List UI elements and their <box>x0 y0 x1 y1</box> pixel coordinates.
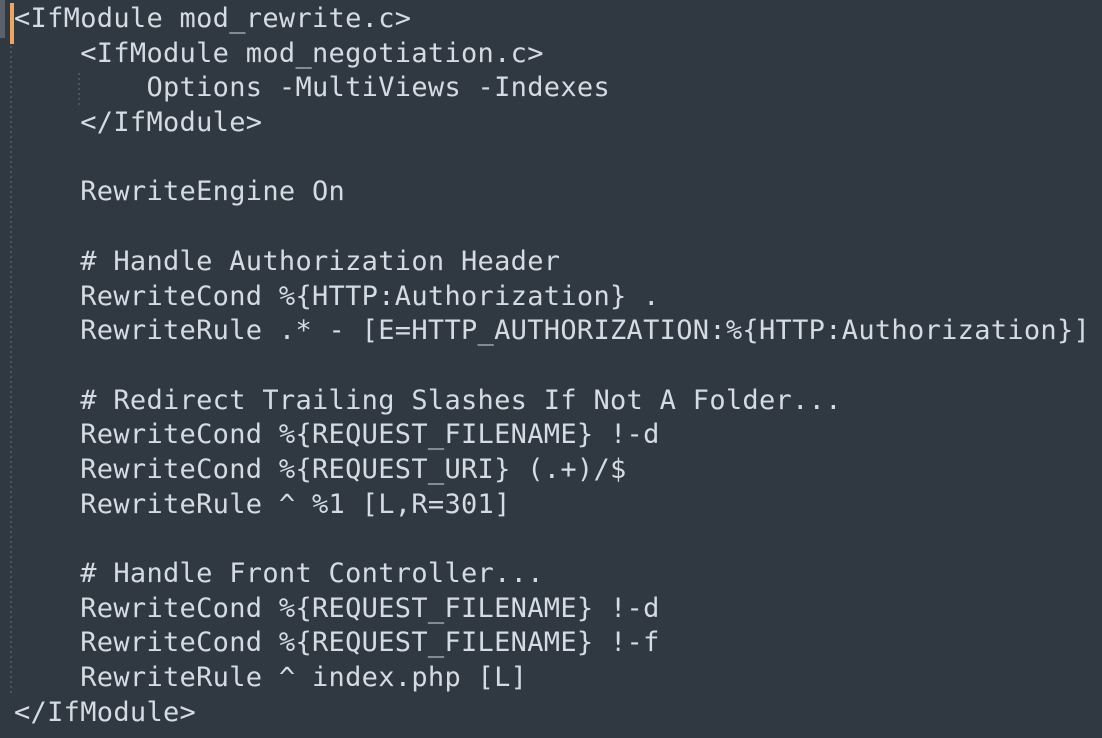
code-line[interactable]: RewriteEngine On <box>14 176 346 208</box>
code-line[interactable]: # Handle Authorization Header <box>14 245 561 277</box>
code-line[interactable]: RewriteCond %{REQUEST_FILENAME} !-f <box>14 627 660 659</box>
code-line[interactable]: RewriteCond %{HTTP:Authorization} . <box>14 280 660 312</box>
code-line[interactable]: </IfModule> <box>14 696 197 728</box>
left-edge-strip <box>0 0 5 38</box>
code-line[interactable] <box>14 141 1102 176</box>
code-line[interactable] <box>14 210 1102 245</box>
code-line[interactable]: RewriteRule ^ %1 [L,R=301] <box>14 488 511 520</box>
code-line[interactable]: RewriteCond %{REQUEST_FILENAME} !-d <box>14 592 660 624</box>
code-line[interactable]: RewriteCond %{REQUEST_FILENAME} !-d <box>14 419 660 451</box>
code-line[interactable]: RewriteRule ^ index.php [L] <box>14 662 528 694</box>
code-line[interactable] <box>14 522 1102 557</box>
indent-guide-level-1 <box>10 46 12 696</box>
code-line[interactable]: RewriteCond %{REQUEST_URI} (.+)/$ <box>14 453 627 485</box>
code-line[interactable]: Options -MultiViews -Indexes <box>14 72 610 104</box>
code-line[interactable]: <IfModule mod_rewrite.c> <box>14 3 412 34</box>
code-line[interactable]: <IfModule mod_negotiation.c> <box>14 37 544 69</box>
code-line[interactable]: # Redirect Trailing Slashes If Not A Fol… <box>14 384 842 416</box>
code-line[interactable] <box>14 349 1102 384</box>
code-line[interactable]: # Handle Front Controller... <box>14 558 544 589</box>
text-cursor <box>10 3 14 44</box>
code-line[interactable]: RewriteRule .* - [E=HTTP_AUTHORIZATION:%… <box>14 315 1091 347</box>
code-line[interactable]: </IfModule> <box>14 107 263 139</box>
indent-guide-level-2 <box>78 73 80 106</box>
